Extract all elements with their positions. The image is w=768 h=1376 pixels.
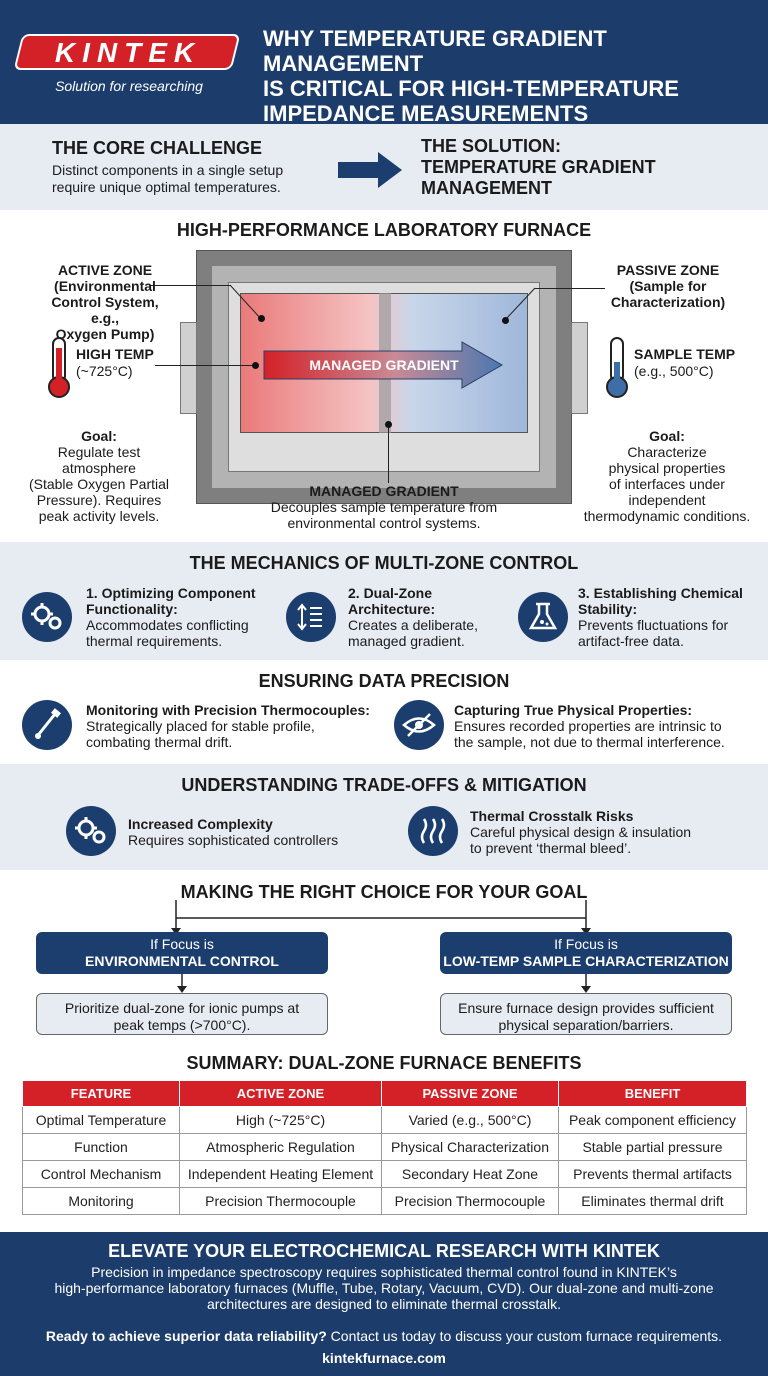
mechanics-item-1: 1. Optimizing Component Functionality: A…: [86, 585, 256, 649]
table-cell: Peak component efficiency: [558, 1106, 747, 1134]
table-cell: High (~725°C): [179, 1106, 382, 1134]
precision-item-2: Capturing True Physical Properties: Ensu…: [454, 702, 725, 750]
choice-title: MAKING THE RIGHT CHOICE FOR YOUR GOAL: [180, 882, 588, 902]
footer-body: Precision in impedance spectroscopy requ…: [54, 1264, 714, 1312]
thermocouple-icon: [22, 700, 72, 750]
sample-temp-label: SAMPLE TEMP (e.g., 500°C): [634, 346, 736, 379]
mechanics-title: THE MECHANICS OF MULTI-ZONE CONTROL: [189, 553, 579, 573]
furnace-left-port: [180, 322, 197, 414]
tradeoffs-band: [0, 764, 768, 870]
gears-icon: [66, 806, 116, 856]
footer-banner: [0, 1232, 768, 1376]
active-zone-goal: Goal: Regulate test atmosphere (Stable O…: [28, 428, 170, 524]
footer-link[interactable]: kintekfurnace.com: [322, 1350, 446, 1366]
mechanics-item-2: 2. Dual-Zone Architecture: Creates a del…: [348, 585, 478, 649]
precision-title: ENSURING DATA PRECISION: [258, 671, 510, 691]
footer-cta: Ready to achieve superior data reliabili…: [45, 1328, 723, 1344]
table-header: FEATURE: [22, 1080, 180, 1107]
choice-environmental-result: Prioritize dual-zone for ionic pumps at …: [36, 993, 328, 1035]
heat-waves-icon: [408, 806, 458, 856]
mechanics-item-3: 3. Establishing Chemical Stability: Prev…: [578, 585, 743, 649]
managed-gradient-note: MANAGED GRADIENT Decouples sample temper…: [270, 483, 498, 531]
table-cell: Varied (e.g., 500°C): [381, 1106, 559, 1134]
solution-title: THE SOLUTION: TEMPERATURE GRADIENT MANAG…: [421, 136, 656, 198]
logo-text: KINTEK: [54, 37, 202, 68]
summary-title: SUMMARY: DUAL-ZONE FURNACE BENEFITS: [186, 1053, 582, 1073]
table-cell: Eliminates thermal drift: [558, 1187, 747, 1215]
table-cell: Function: [22, 1133, 180, 1161]
flask-icon: [518, 592, 568, 642]
arrow-right-icon: [338, 152, 402, 188]
table-cell: Precision Thermocouple: [179, 1187, 382, 1215]
logo-tagline: Solution for researching: [55, 78, 203, 94]
table-cell: Precision Thermocouple: [381, 1187, 559, 1215]
table-cell: Independent Heating Element: [179, 1160, 382, 1188]
gradient-arrow: [263, 341, 504, 389]
table-cell: Optimal Temperature: [22, 1106, 180, 1134]
tradeoff-item-1: Increased Complexity Requires sophistica…: [128, 816, 339, 848]
table-header: BENEFIT: [558, 1080, 747, 1107]
tradeoffs-title: UNDERSTANDING TRADE-OFFS & MITIGATION: [181, 775, 587, 795]
summary-table: FEATURE ACTIVE ZONE PASSIVE ZONE BENEFIT…: [22, 1080, 747, 1215]
choice-low-temp: If Focus is LOW-TEMP SAMPLE CHARACTERIZA…: [440, 932, 732, 974]
core-challenge-title: THE CORE CHALLENGE: [52, 138, 263, 158]
table-row: Control Mechanism Independent Heating El…: [22, 1160, 747, 1188]
footer-title: ELEVATE YOUR ELECTROCHEMICAL RESEARCH WI…: [108, 1241, 660, 1261]
gradient-arrow-label: MANAGED GRADIENT: [309, 357, 459, 373]
table-cell: Control Mechanism: [22, 1160, 180, 1188]
table-cell: Physical Characterization: [381, 1133, 559, 1161]
precision-item-1: Monitoring with Precision Thermocouples:…: [86, 702, 370, 750]
tradeoff-item-2: Thermal Crosstalk Risks Careful physical…: [470, 808, 692, 856]
furnace-title: HIGH-PERFORMANCE LABORATORY FURNACE: [176, 220, 592, 240]
table-header: ACTIVE ZONE: [179, 1080, 382, 1107]
core-challenge-text: Distinct components in a single setup re…: [52, 162, 284, 195]
passive-zone-label: PASSIVE ZONE (Sample for Characterizatio…: [610, 262, 726, 310]
active-zone-label: ACTIVE ZONE (Environmental Control Syste…: [51, 262, 159, 342]
choice-environmental: If Focus is ENVIRONMENTAL CONTROL: [36, 932, 328, 974]
zones-icon: [286, 592, 336, 642]
hot-thermometer-icon: [48, 337, 70, 398]
table-row: Monitoring Precision Thermocouple Precis…: [22, 1187, 747, 1215]
cool-thermometer-icon: [606, 337, 628, 398]
mechanics-band: [0, 542, 768, 660]
gears-icon: [22, 592, 72, 642]
choice-low-temp-result: Ensure furnace design provides sufficien…: [440, 993, 732, 1035]
passive-zone-goal: Goal: Characterize physical properties o…: [583, 428, 751, 524]
choice-connector: [171, 900, 591, 935]
furnace-right-port: [571, 322, 588, 414]
eye-slash-icon: [394, 700, 444, 750]
table-row: Function Atmospheric Regulation Physical…: [22, 1133, 747, 1161]
table-row: Optimal Temperature High (~725°C) Varied…: [22, 1106, 747, 1134]
table-cell: Prevents thermal artifacts: [558, 1160, 747, 1188]
high-temp-label: HIGH TEMP (~725°C): [76, 346, 154, 379]
table-header: PASSIVE ZONE: [381, 1080, 559, 1107]
table-cell: Stable partial pressure: [558, 1133, 747, 1161]
table-header-row: FEATURE ACTIVE ZONE PASSIVE ZONE BENEFIT: [22, 1080, 747, 1107]
table-cell: Atmospheric Regulation: [179, 1133, 382, 1161]
page-title: WHY TEMPERATURE GRADIENT MANAGEMENT IS C…: [263, 26, 679, 126]
table-cell: Monitoring: [22, 1187, 180, 1215]
table-cell: Secondary Heat Zone: [381, 1160, 559, 1188]
